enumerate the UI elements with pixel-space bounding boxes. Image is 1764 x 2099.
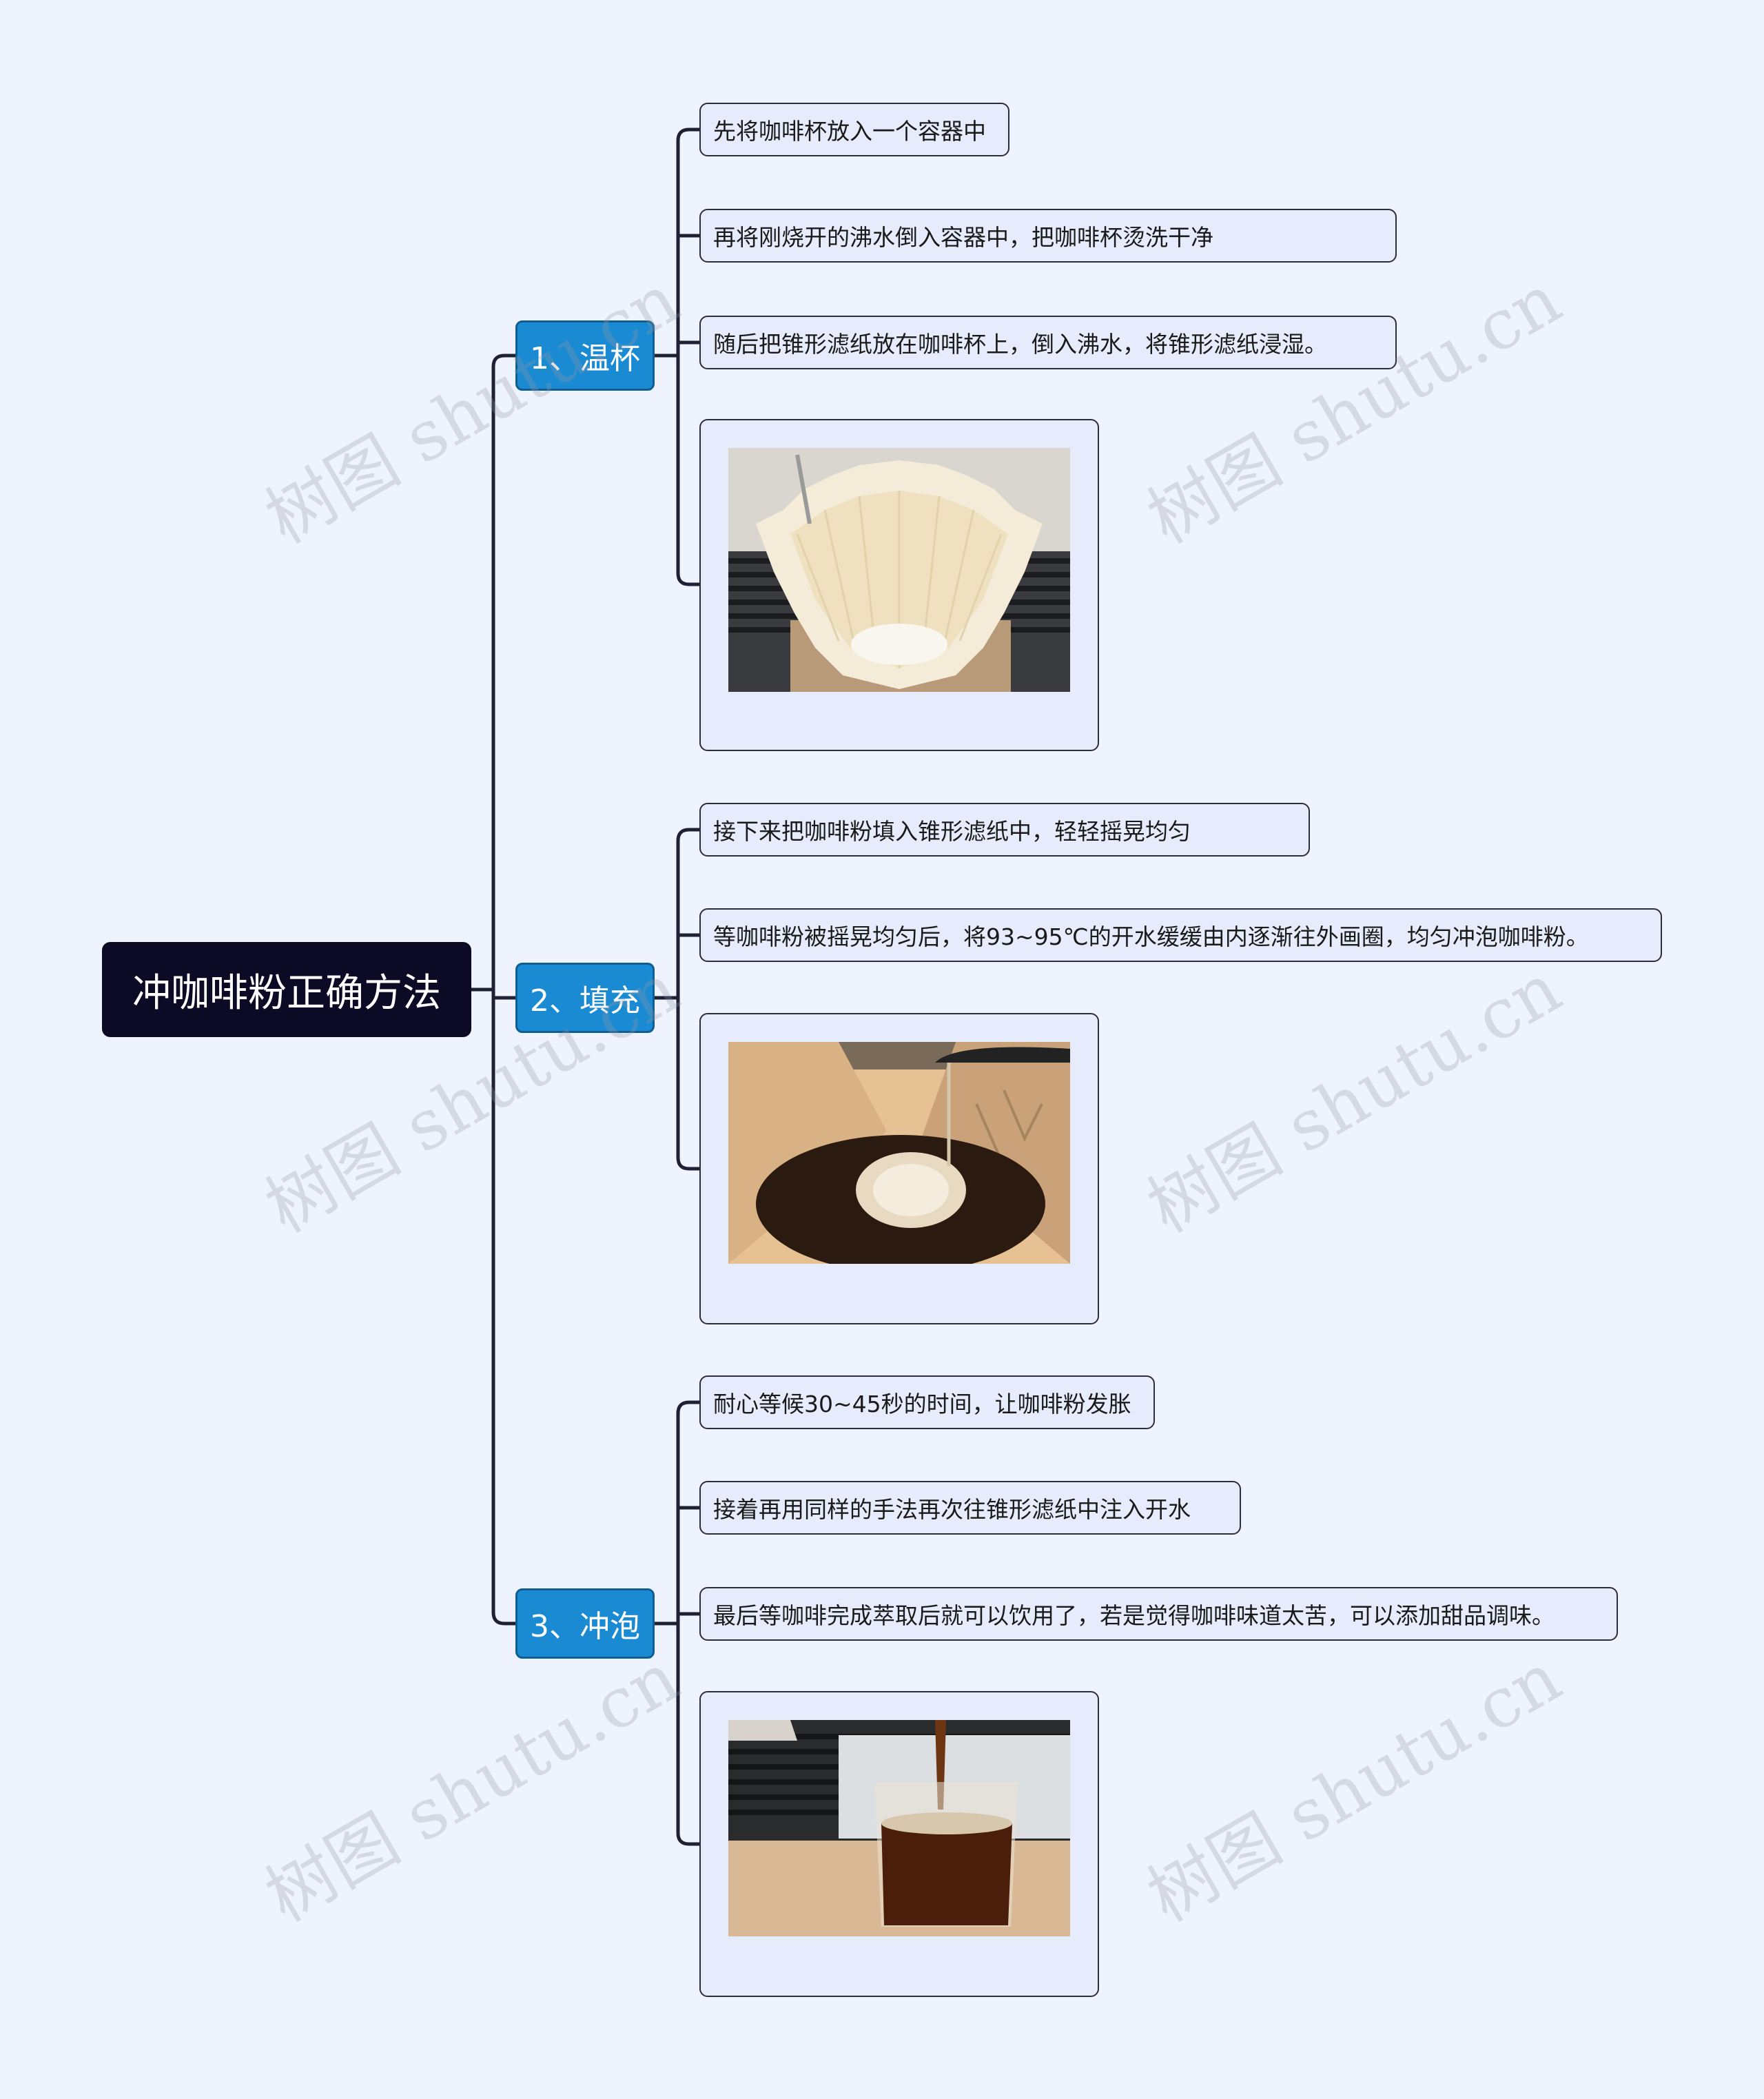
image-card[interactable]: [699, 419, 1099, 751]
pour-over-grounds-photo: [728, 1042, 1070, 1264]
leaf-text: 耐心等候30~45秒的时间，让咖啡粉发胀: [713, 1386, 1131, 1419]
leaf-item[interactable]: 再将刚烧开的沸水倒入容器中，把咖啡杯烫洗干净: [699, 209, 1397, 263]
leaf-text: 随后把锥形滤纸放在咖啡杯上，倒入沸水，将锥形滤纸浸湿。: [713, 326, 1327, 359]
leaf-item[interactable]: 接下来把咖啡粉填入锥形滤纸中，轻轻摇晃均匀: [699, 803, 1310, 857]
branch-label: 3、冲泡: [530, 1601, 640, 1646]
leaf-text: 再将刚烧开的沸水倒入容器中，把咖啡杯烫洗干净: [713, 219, 1213, 252]
branch-label: 2、填充: [530, 976, 640, 1020]
leaf-text: 先将咖啡杯放入一个容器中: [713, 113, 986, 146]
branch-brew[interactable]: 3、冲泡: [515, 1588, 655, 1659]
leaf-text: 最后等咖啡完成萃取后就可以饮用了，若是觉得咖啡味道太苦，可以添加甜品调味。: [713, 1597, 1555, 1630]
leaf-item[interactable]: 接着再用同样的手法再次往锥形滤纸中注入开水: [699, 1481, 1241, 1535]
brewed-coffee-glass-photo: [728, 1720, 1070, 1936]
branch-warm-cup[interactable]: 1、温杯: [515, 320, 655, 391]
leaf-item[interactable]: 先将咖啡杯放入一个容器中: [699, 103, 1009, 156]
leaf-item[interactable]: 耐心等候30~45秒的时间，让咖啡粉发胀: [699, 1375, 1155, 1429]
image-card[interactable]: [699, 1691, 1099, 1997]
leaf-item[interactable]: 最后等咖啡完成萃取后就可以饮用了，若是觉得咖啡味道太苦，可以添加甜品调味。: [699, 1587, 1618, 1641]
leaf-item[interactable]: 随后把锥形滤纸放在咖啡杯上，倒入沸水，将锥形滤纸浸湿。: [699, 316, 1397, 369]
branch-label: 1、温杯: [530, 334, 640, 378]
paper-filter-photo: [728, 448, 1070, 692]
leaf-text: 接着再用同样的手法再次往锥形滤纸中注入开水: [713, 1491, 1191, 1524]
image-card[interactable]: [699, 1013, 1099, 1324]
leaf-text: 接下来把咖啡粉填入锥形滤纸中，轻轻摇晃均匀: [713, 813, 1191, 846]
root-title: 冲咖啡粉正确方法: [132, 962, 441, 1018]
root-topic[interactable]: 冲咖啡粉正确方法: [102, 942, 471, 1037]
leaf-item[interactable]: 等咖啡粉被摇晃均匀后，将93~95℃的开水缓缓由内逐渐往外画圈，均匀冲泡咖啡粉。: [699, 908, 1662, 962]
leaf-text: 等咖啡粉被摇晃均匀后，将93~95℃的开水缓缓由内逐渐往外画圈，均匀冲泡咖啡粉。: [713, 919, 1589, 952]
branch-fill[interactable]: 2、填充: [515, 963, 655, 1033]
